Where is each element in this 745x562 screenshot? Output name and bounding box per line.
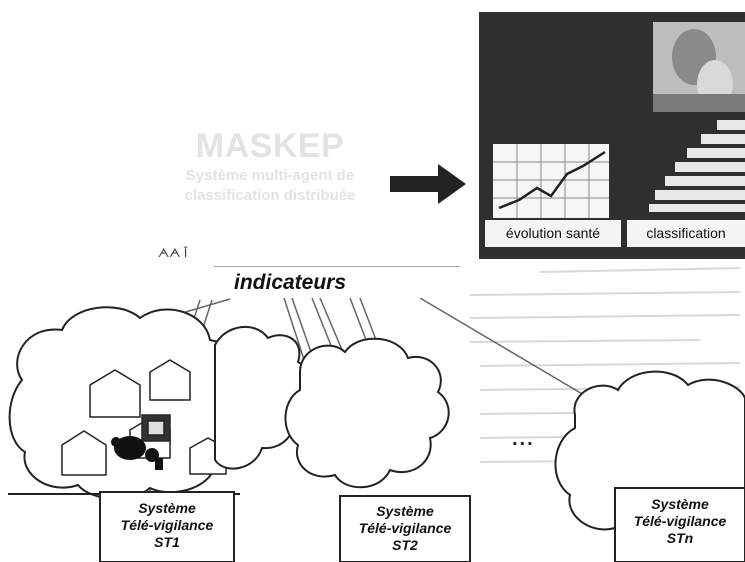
classification-panel: évolution santé classification — [479, 12, 745, 259]
faint-maskep-block: MASKEP Système multi-agent de classifica… — [150, 126, 390, 206]
ellipsis: ... — [512, 428, 535, 450]
system-st2-line1: Système — [376, 503, 434, 519]
right-arrow-icon — [390, 164, 466, 204]
system-st1-line3: ST1 — [154, 534, 180, 550]
system-label-stn: Système Télé-vigilance STn — [619, 496, 741, 547]
faint-title: MASKEP — [195, 127, 345, 165]
people-cluster-icon — [111, 436, 163, 470]
panel-illustration — [493, 22, 745, 218]
system-stn-line3: STn — [666, 530, 694, 546]
system-st1-line2: Télé-vigilance — [120, 517, 214, 533]
system-label-st2: Système Télé-vigilance ST2 — [344, 503, 466, 554]
system-stn-line2: Télé-vigilance — [633, 513, 727, 529]
elderly-person-photo-icon — [653, 22, 745, 112]
faint-subtitle-line1: Système multi-agent de — [185, 167, 355, 184]
cloud-st2 — [284, 337, 450, 489]
evolution-sante-label: évolution santé — [485, 220, 621, 247]
health-chart-icon — [493, 144, 609, 218]
system-st1-line1: Système — [138, 500, 196, 516]
system-label-st1: Système Télé-vigilance ST1 — [104, 500, 230, 551]
faint-subtitle-line2: classification distribuée — [184, 187, 356, 204]
stacked-steps-icon — [649, 120, 745, 212]
system-st2-line2: Télé-vigilance — [358, 520, 452, 536]
stray-text: ᗅᗅ Î — [158, 246, 188, 260]
system-stn-line1: Système — [651, 496, 709, 512]
indicators-box: indicateurs — [214, 266, 460, 298]
classification-label: classification — [627, 220, 745, 247]
system-st2-line3: ST2 — [392, 537, 418, 553]
